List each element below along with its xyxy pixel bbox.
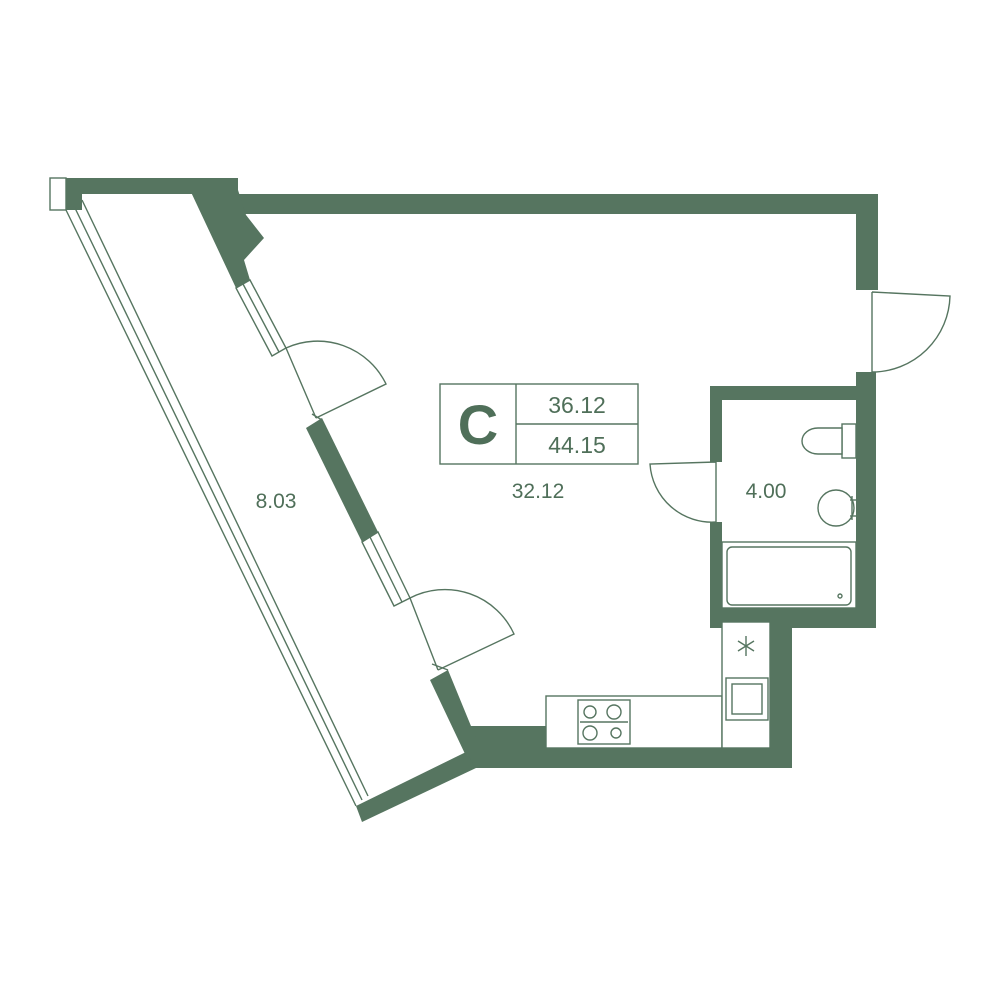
bathtub-icon — [721, 541, 857, 609]
doors — [285, 291, 951, 671]
wall-right-upper — [856, 194, 878, 290]
door-swing-icon — [871, 291, 951, 373]
sink-icon — [817, 489, 856, 527]
apartment-type: C — [458, 393, 498, 456]
windows — [235, 279, 411, 607]
wall-middle-segment — [306, 418, 378, 542]
wall-top — [238, 194, 878, 214]
bathroom-fixtures — [721, 423, 857, 609]
toilet-icon — [801, 423, 857, 459]
main-room-area-label: 32.12 — [512, 480, 565, 503]
total-area: 44.15 — [548, 432, 606, 458]
kitchen-counter — [545, 695, 723, 749]
balcony-area-label: 8.03 — [256, 490, 297, 513]
wall-bath-left-upper — [710, 386, 722, 462]
wall-lower-diagonal — [430, 670, 480, 756]
wall-top-left — [66, 178, 238, 210]
walls — [49, 177, 878, 822]
wall-end-cap — [49, 177, 67, 211]
washing-machine-icon — [725, 677, 769, 721]
door-swing-icon — [649, 461, 717, 523]
door-swing-icon — [409, 588, 515, 671]
wall-bath-top — [710, 386, 876, 400]
wall-bottom-thick — [470, 726, 546, 750]
wall-bath-right — [856, 372, 876, 628]
stove-icon — [577, 699, 631, 745]
living-area: 36.12 — [548, 392, 606, 418]
apartment-badge: C 36.12 44.15 — [439, 383, 639, 465]
wall-bottom — [468, 748, 792, 768]
kitchen — [545, 621, 771, 749]
bathroom-area-label: 4.00 — [746, 480, 787, 503]
wall-bath-left-lower — [710, 522, 722, 626]
wall-balcony-bottom — [356, 752, 476, 822]
balcony-glazing — [65, 199, 369, 807]
ventilation-icon — [737, 636, 755, 656]
door-swing-icon — [285, 340, 387, 419]
wall-pillar — [190, 190, 264, 288]
